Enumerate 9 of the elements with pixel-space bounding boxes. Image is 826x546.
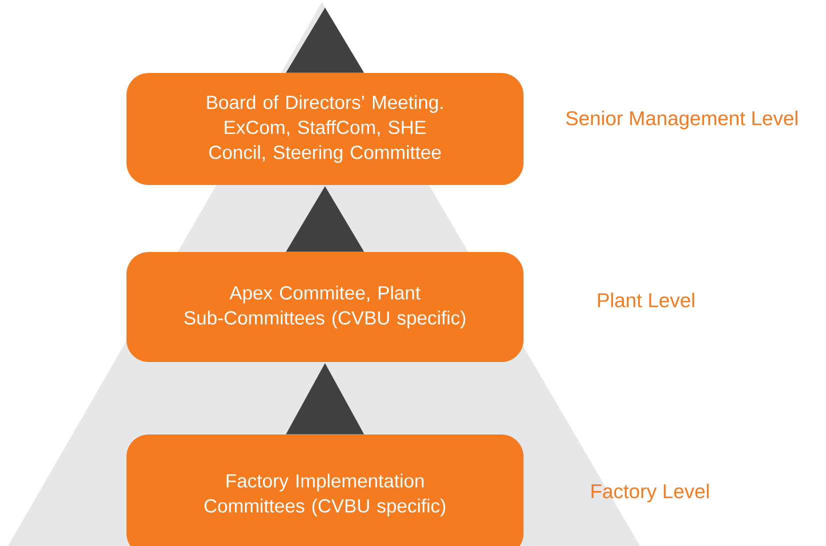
level-label: Plant Level xyxy=(598,292,694,308)
level-box: Board of Directors’ Meeting. ExCom, StaffCom, SHE Concil, Steering Committee xyxy=(126,73,524,185)
level-label: Factory Level xyxy=(592,484,709,502)
level-label: Senior Management Level xyxy=(566,110,798,130)
arrow xyxy=(286,186,364,252)
level-box: Apex Commitee, Plant Sub-Committees (CVBU specific) xyxy=(126,252,524,362)
arrow xyxy=(286,363,364,434)
level-box: Factory Implementation Committees (CVBU specific) xyxy=(126,434,524,546)
arrow xyxy=(286,8,364,73)
